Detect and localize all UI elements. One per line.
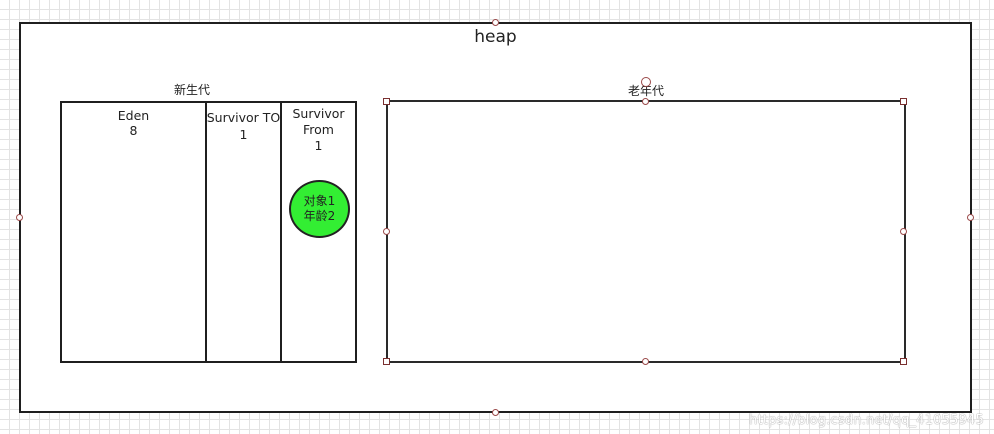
eden-label: Eden bbox=[117, 108, 150, 123]
heap-left-connection-handle[interactable] bbox=[16, 214, 23, 221]
heap-right-connection-handle[interactable] bbox=[967, 214, 974, 221]
heap-label: heap bbox=[474, 27, 517, 47]
resize-handle-bottom-right[interactable] bbox=[900, 358, 907, 365]
watermark: https://blog.csdn.net/qq_41055945 bbox=[749, 413, 984, 428]
young-generation-label: 新生代 bbox=[173, 83, 210, 97]
resize-handle-top-left[interactable] bbox=[383, 98, 390, 105]
old-generation-region[interactable] bbox=[386, 100, 906, 363]
resize-handle-top-right[interactable] bbox=[900, 98, 907, 105]
heap-bottom-connection-handle[interactable] bbox=[492, 409, 499, 416]
resize-handle-top[interactable] bbox=[642, 98, 649, 105]
eden-count: 8 bbox=[129, 123, 138, 138]
survivor-to-count: 1 bbox=[239, 127, 248, 142]
old-generation-label: 老年代 bbox=[627, 84, 664, 98]
survivor-to-region[interactable]: Survivor TO 1 bbox=[205, 101, 282, 363]
survivor-from-label-line2: From bbox=[303, 122, 334, 137]
resize-handle-bottom[interactable] bbox=[642, 358, 649, 365]
survivor-from-count: 1 bbox=[314, 138, 323, 153]
rotate-handle[interactable] bbox=[641, 77, 651, 87]
object-name: 对象1 bbox=[303, 194, 336, 208]
heap-top-connection-handle[interactable] bbox=[492, 19, 499, 26]
resize-handle-left[interactable] bbox=[383, 228, 390, 235]
object-node[interactable]: 对象1 年龄2 bbox=[289, 180, 350, 238]
eden-region[interactable]: Eden 8 bbox=[60, 101, 207, 363]
resize-handle-bottom-left[interactable] bbox=[383, 358, 390, 365]
survivor-from-label-line1: Survivor bbox=[292, 106, 345, 121]
object-age: 年龄2 bbox=[303, 209, 336, 223]
survivor-to-label: Survivor TO bbox=[206, 110, 281, 125]
resize-handle-right[interactable] bbox=[900, 228, 907, 235]
